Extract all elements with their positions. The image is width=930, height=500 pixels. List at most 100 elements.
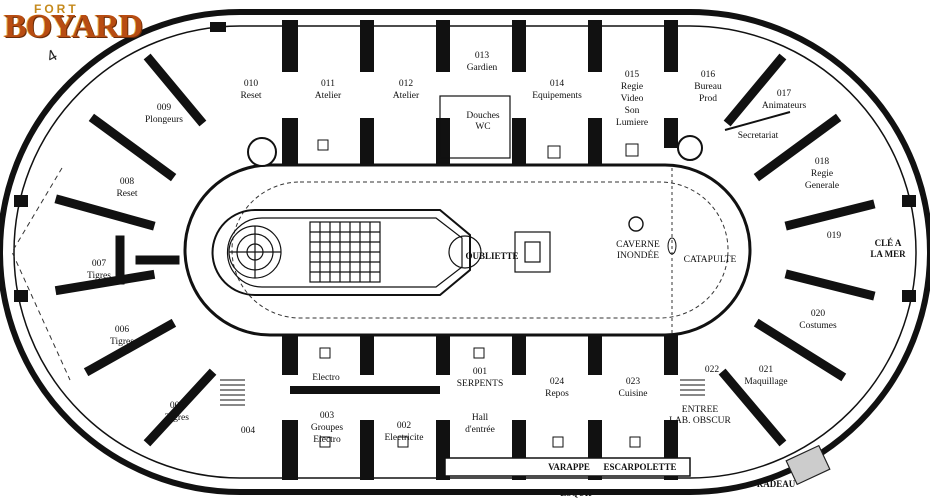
room-number: 024: [550, 377, 565, 387]
room-number: 006: [115, 325, 130, 335]
room-019: 019: [827, 231, 842, 241]
room-number: 010: [244, 79, 259, 89]
room-name: Tigres: [110, 337, 134, 347]
room-number: 020: [811, 309, 826, 319]
logo-fort-text: FORT: [34, 2, 79, 16]
room-line: Son: [625, 106, 640, 116]
secretariat-label: Secretariat: [738, 131, 779, 141]
courtyard: [183, 163, 752, 337]
room-002: 002 Electricite: [384, 421, 423, 443]
room-015: 015 Regie Video Son Lumiere: [616, 70, 648, 128]
room-number: 012: [399, 79, 414, 89]
electro-label: Electro: [312, 373, 340, 383]
room-line: Regie: [811, 169, 833, 179]
room-number: 008: [120, 177, 135, 187]
room-004: 004: [241, 426, 256, 436]
spiral-stair-left: [247, 137, 277, 167]
inondee-label: INONDÉE: [617, 249, 659, 261]
room-013: 013 Gardien: [467, 51, 498, 73]
room-number: 002: [397, 421, 412, 431]
room-name: Maquillage: [744, 377, 787, 387]
room-number: 018: [815, 157, 830, 167]
logo-boyard-text: BOYARD: [4, 8, 143, 45]
room-line: Electro: [313, 435, 341, 445]
room-name: Animateurs: [762, 101, 807, 111]
room-name: Tigres: [165, 413, 189, 423]
left-dashed-boundary: [11, 167, 71, 381]
room-number: 016: [701, 70, 716, 80]
room-number: 004: [241, 426, 256, 436]
room-line: Prod: [699, 94, 717, 104]
room-number: 005: [170, 401, 185, 411]
catapult-marker: [667, 237, 677, 255]
room-name: Atelier: [315, 91, 342, 101]
catapulte-label: CATAPULTE: [684, 255, 737, 265]
hall-label-2: d'entrée: [465, 425, 495, 435]
room-line: Video: [621, 94, 644, 104]
escarpolette-label: ESCARPOLETTE: [603, 462, 676, 472]
room-014: 014 Equipements: [532, 79, 582, 101]
room-line: Lumiere: [616, 118, 648, 128]
caverne-marker: [628, 216, 644, 232]
room-line: Regie: [621, 82, 643, 92]
room-008: 008 Reset: [116, 177, 137, 199]
room-name: Costumes: [799, 321, 837, 331]
left-radial-walls: [54, 53, 217, 447]
room-023: 023 Cuisine: [618, 377, 647, 399]
room-number: 013: [475, 51, 490, 61]
entree-label: ENTREE: [682, 405, 719, 415]
central-structure: [211, 209, 551, 296]
bottom-corridor: [444, 457, 691, 477]
room-009: 009 Plongeurs: [145, 103, 183, 125]
room-line: Generale: [805, 181, 839, 191]
hall-label: Hall: [472, 413, 489, 423]
room-name: Plongeurs: [145, 115, 183, 125]
room-name: Atelier: [393, 91, 420, 101]
room-number: 017: [777, 89, 792, 99]
room-016: 016 Bureau Prod: [694, 70, 722, 104]
room-name: Reset: [240, 91, 261, 101]
room-number: 001: [473, 367, 488, 377]
la-mer-label: LA MER: [870, 249, 906, 259]
radeau-raft: [785, 444, 831, 486]
fort-boyard-logo: FORT BOYARD: [4, 2, 143, 50]
room-line: Groupes: [311, 423, 343, 433]
room-number: 021: [759, 365, 774, 375]
room-number: 011: [321, 79, 335, 89]
douches-box: [439, 95, 511, 159]
stair-bottom-right: [680, 379, 705, 396]
secretariat-partition: [724, 111, 791, 131]
wc-label: WC: [475, 122, 490, 132]
room-name: Electricite: [384, 433, 423, 443]
room-005: 005 Tigres: [165, 401, 189, 423]
room-number: 023: [626, 377, 641, 387]
room-011: 011 Atelier: [315, 79, 342, 101]
room-001: 001 SERPENTS: [457, 367, 503, 389]
room-012: 012 Atelier: [393, 79, 420, 101]
room-name: Cuisine: [618, 389, 647, 399]
room-022: 022: [705, 365, 720, 375]
fixtures: [317, 139, 641, 448]
lab-obscur-label: LAB. OBSCUR: [669, 416, 731, 426]
room-021: 021 Maquillage: [744, 365, 787, 387]
room-017: 017 Animateurs: [762, 89, 807, 111]
room-name: Equipements: [532, 91, 582, 101]
caverne-label: CAVERNE: [616, 240, 660, 250]
spiral-stair-right: [677, 135, 703, 161]
room-name: SERPENTS: [457, 379, 503, 389]
top-pillars: [210, 20, 678, 166]
room-006: 006 Tigres: [110, 325, 134, 347]
outer-wall-notches: [14, 195, 916, 302]
room-line: Bureau: [694, 82, 722, 92]
radeau-label: RADEAU: [757, 479, 796, 489]
room-number: 007: [92, 259, 107, 269]
room-number: 022: [705, 365, 720, 375]
room-number: 014: [550, 79, 565, 89]
room-018: 018 Regie Generale: [805, 157, 839, 191]
room-name: Gardien: [467, 63, 498, 73]
room-020: 020 Costumes: [799, 309, 837, 331]
room-name: Repos: [545, 389, 569, 399]
room-007: 007 Tigres: [87, 259, 111, 281]
outer-wall-inner-line: [13, 25, 917, 479]
